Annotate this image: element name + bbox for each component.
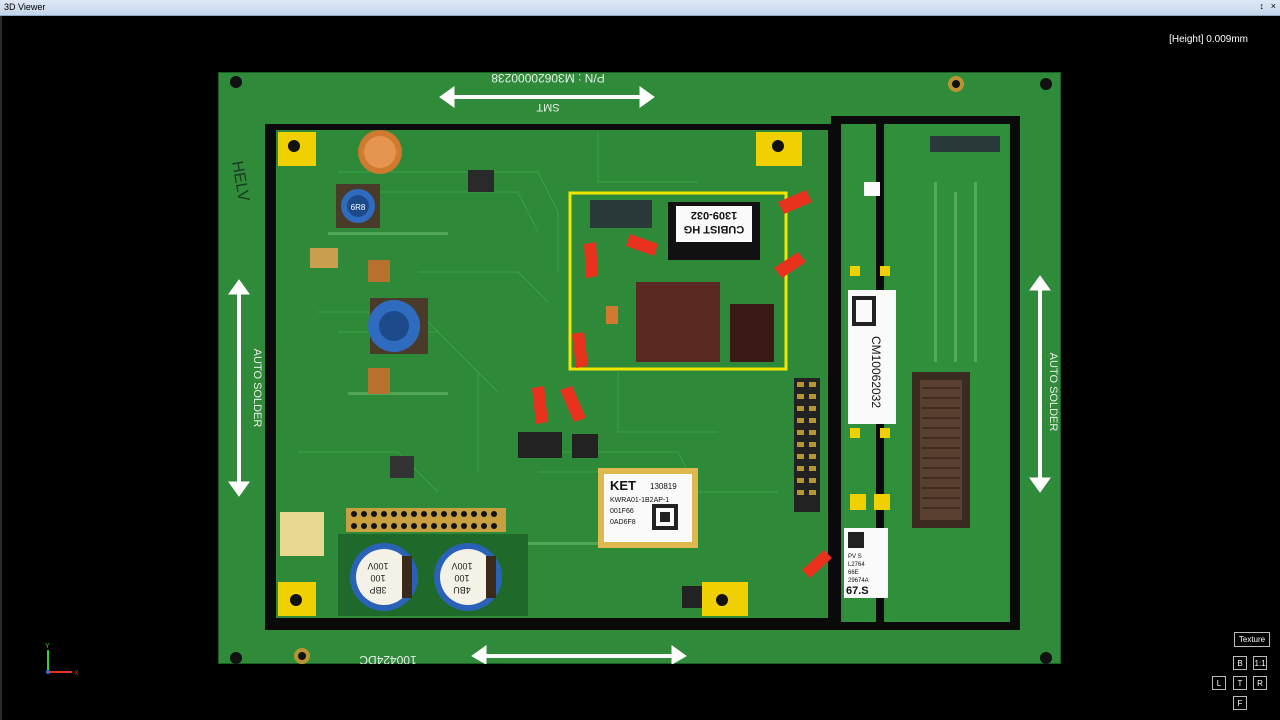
view-left-button[interactable]: L xyxy=(1212,676,1226,690)
cap-right-line3: 100V xyxy=(451,561,472,571)
height-readout: [Height] 0.009mm xyxy=(1169,34,1248,45)
window-title: 3D Viewer xyxy=(4,2,46,12)
window-titlebar: 3D Viewer ↕ × xyxy=(0,0,1280,16)
module-line2: KWRA01-1B2AP-1 xyxy=(610,497,669,504)
axis-x-label: X xyxy=(74,670,79,677)
bottom-code-text: 100424DC xyxy=(359,653,417,664)
cap-left-line1: 3BP xyxy=(369,585,386,595)
part-number-text: P/N : M30620000238 xyxy=(491,72,605,85)
small-label-line3: 66E xyxy=(848,570,859,576)
small-label-line1: PV S xyxy=(848,554,862,560)
pin-icon[interactable]: ↕ xyxy=(1259,1,1265,11)
view-front-button[interactable]: F xyxy=(1233,696,1247,710)
axis-gizmo-icon: Y X xyxy=(45,643,79,677)
axis-y-label: Y xyxy=(45,643,50,650)
view-one-to-one-button[interactable]: 1:1 xyxy=(1253,656,1267,670)
cap-right-line1: 4BU xyxy=(453,585,471,595)
view-right-button[interactable]: R xyxy=(1253,676,1267,690)
serial-label: CM10062032 xyxy=(869,336,883,408)
cap-right-line2: 100 xyxy=(454,573,469,583)
inductor-label: 6R8 xyxy=(351,203,366,212)
smt-text: SMT xyxy=(536,101,560,113)
auto-solder-left-text: AUTO SOLDER xyxy=(251,349,263,428)
module-brand: KET xyxy=(610,478,636,493)
cap-left-line3: 100V xyxy=(367,561,388,571)
module-line3: 001F66 xyxy=(610,508,634,515)
small-label-line4: 29674A xyxy=(848,578,869,584)
pcb-board-image: P/N : M30620000238 SMT AUTO SOLDER AUTO … xyxy=(218,72,1061,664)
handwriting-text: HELV xyxy=(228,160,252,203)
view-top-button[interactable]: T xyxy=(1233,676,1247,690)
chip-label-line2: 1309-032 xyxy=(691,209,738,221)
texture-button[interactable]: Texture xyxy=(1234,632,1270,647)
auto-solder-right-text: AUTO SOLDER xyxy=(1047,353,1059,432)
chip-label-line1: CUBIST HG xyxy=(684,223,745,235)
small-label-line5: 67.S xyxy=(846,585,869,597)
close-icon[interactable]: × xyxy=(1270,1,1276,11)
small-label-line2: L2764 xyxy=(848,562,865,568)
module-code: 130819 xyxy=(650,482,677,491)
module-line4: 0AD6F8 xyxy=(610,519,636,526)
cap-left-line2: 100 xyxy=(370,573,385,583)
view-back-button[interactable]: B xyxy=(1233,656,1247,670)
